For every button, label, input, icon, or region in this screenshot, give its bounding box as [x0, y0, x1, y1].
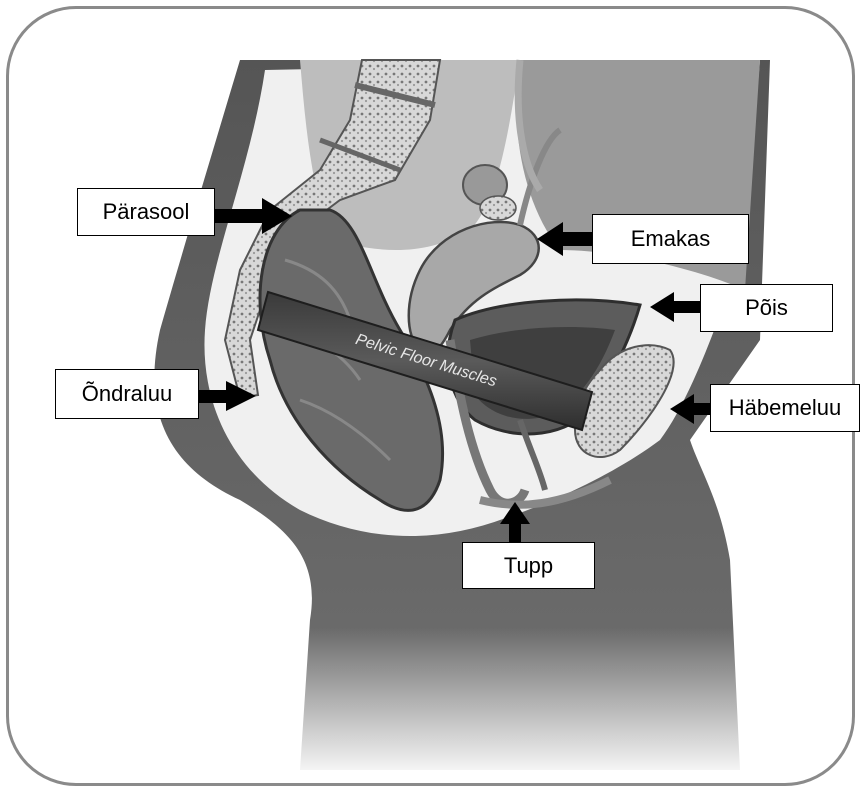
follicles: [480, 196, 516, 220]
label-coccyx: Õndraluu: [55, 369, 199, 419]
label-rectum: Pärasool: [77, 188, 215, 236]
label-pubic-bone: Häbemeluu: [710, 384, 860, 432]
label-vagina: Tupp: [462, 542, 595, 589]
label-bladder: Põis: [700, 284, 833, 332]
label-uterus: Emakas: [592, 214, 749, 264]
